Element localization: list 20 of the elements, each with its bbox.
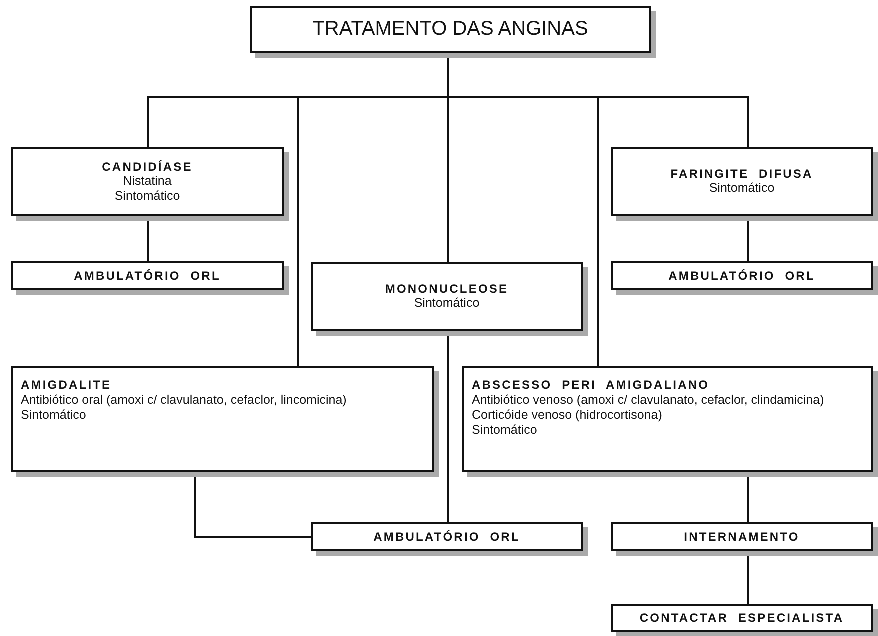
box-text: Sintomático [114, 188, 180, 204]
box-text: Nistatina [123, 174, 172, 188]
box-heading: CONTACTAR ESPECIALISTA [640, 611, 844, 625]
box-heading: AMBULATÓRIO ORL [74, 268, 221, 282]
box-heading: CANDIDÍASE [102, 160, 193, 174]
box-heading: AMIGDALITE [21, 378, 112, 392]
box-heading: AMBULATÓRIO ORL [374, 530, 520, 544]
box-heading: FARINGITE DIFUSA [670, 167, 814, 181]
box-text: Antibiótico oral (amoxi c/ clavulanato, cefaclor, lincomicina) [21, 393, 347, 408]
box-heading: MONONUCLEOSE [385, 282, 509, 296]
box-text: Antibiótico venoso (amoxi c/ clavulanato, cefaclor, clindamicina) [472, 393, 824, 408]
box-text: Sintomático [709, 181, 775, 196]
box-text: Sintomático [21, 408, 86, 423]
box-text: Corticóide venoso (hidrocortisona) [472, 408, 662, 423]
box-text: Sintomático [414, 296, 480, 311]
box-heading: ABSCESSO PERI AMIGDALIANO [472, 378, 710, 392]
box-heading: AMBULATÓRIO ORL [668, 268, 816, 282]
box-text: Sintomático [472, 423, 538, 438]
box-heading: INTERNAMENTO [684, 530, 800, 544]
title-text: TRATAMENTO DAS ANGINAS [312, 18, 588, 41]
